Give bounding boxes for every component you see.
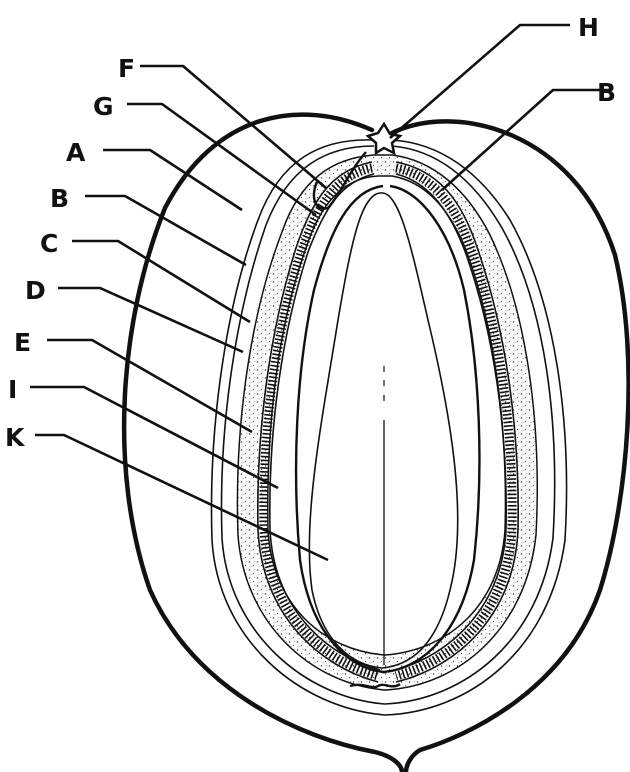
label-E: E [14,328,31,357]
label-I: I [8,375,17,404]
leader-B-right [442,90,612,190]
label-A: A [66,138,86,167]
leader-F [140,66,326,188]
leader-D [58,288,243,352]
leader-A [103,150,242,210]
label-K: K [5,423,26,452]
label-G: G [93,92,114,121]
leader-H [390,25,570,138]
label-D: D [25,276,46,305]
label-H: H [578,13,599,42]
leader-K [35,435,328,560]
label-F: F [118,54,135,83]
label-B-left: B [50,184,69,213]
inner-endosperm-outline [296,186,479,672]
label-B-right: B [597,78,616,107]
leader-G [127,104,316,215]
label-C: C [40,229,58,258]
